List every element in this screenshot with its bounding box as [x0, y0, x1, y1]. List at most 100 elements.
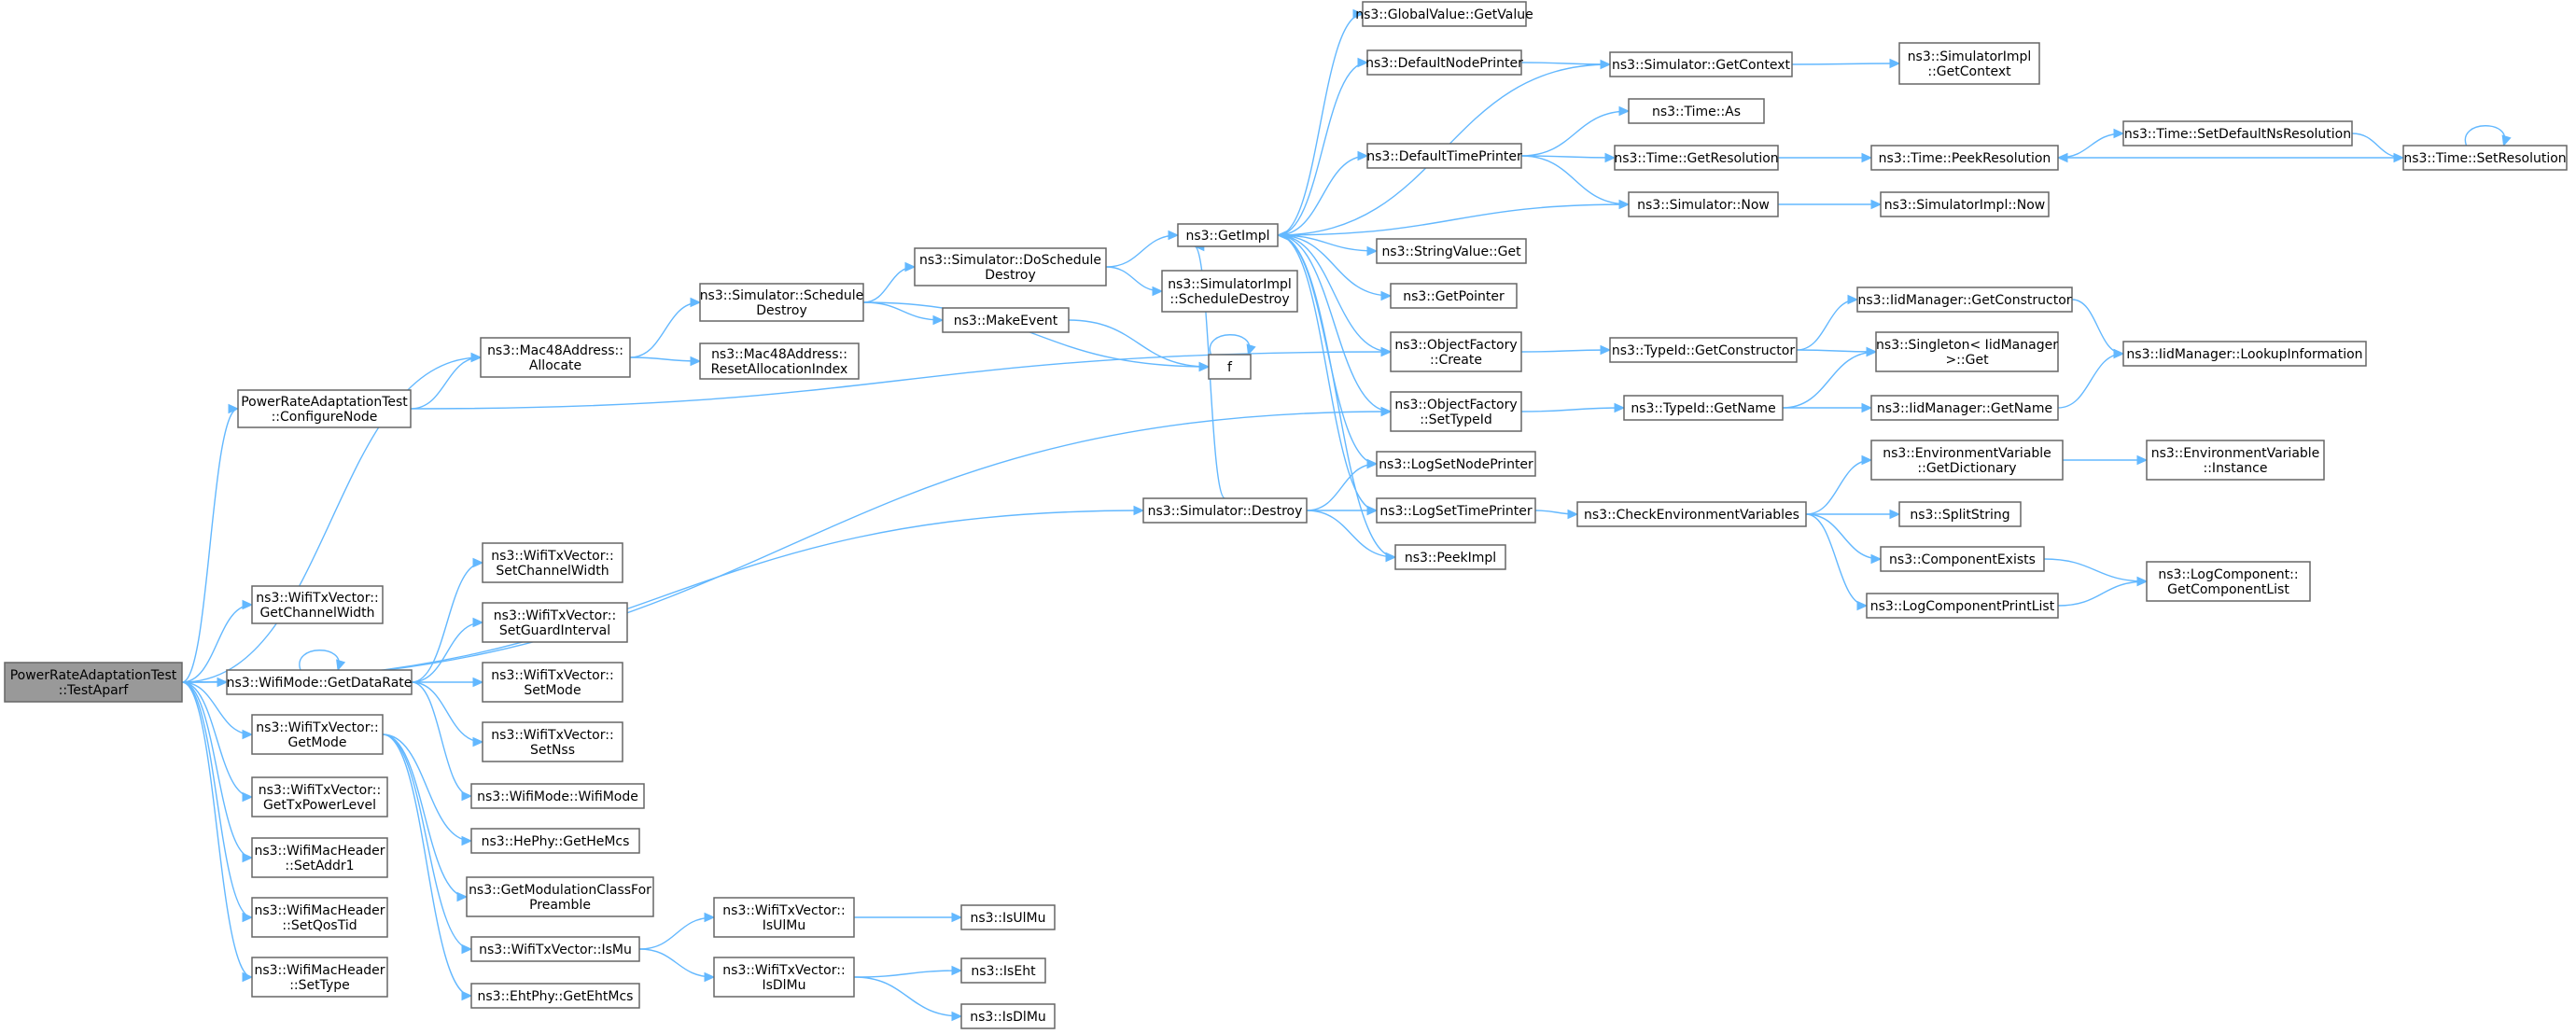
node-label-line: IsDlMu — [762, 978, 805, 993]
node-simImplGetContext[interactable]: ns3::SimulatorImpl::GetContext — [1898, 42, 2040, 85]
node-label-line: ns3::Mac48Address:: — [711, 347, 847, 362]
node-ofSetTypeId[interactable]: ns3::ObjectFactory::SetTypeId — [1390, 391, 1522, 432]
edge-iidGetName-to-iidLookup — [2057, 348, 2125, 409]
node-allocate[interactable]: ns3::Mac48Address::Allocate — [480, 337, 631, 378]
node-txSetGuard[interactable]: ns3::WifiTxVector::SetGuardInterval — [482, 602, 628, 643]
node-box — [1870, 145, 2059, 171]
node-defTimePrinter[interactable]: ns3::DefaultTimePrinter — [1366, 143, 1522, 169]
node-simImplNow[interactable]: ns3::SimulatorImpl::Now — [1880, 191, 2050, 217]
edge-arrowhead — [242, 852, 254, 863]
node-logCompGetList[interactable]: ns3::LogComponent::GetComponentList — [2146, 561, 2311, 602]
node-hePhyGetHeMcs[interactable]: ns3::HePhy::GetHeMcs — [470, 828, 640, 854]
node-envGetDict[interactable]: ns3::EnvironmentVariable::GetDictionary — [1870, 440, 2064, 481]
node-wmGetDataRate[interactable]: ns3::WifiMode::GetDataRate — [226, 669, 413, 695]
node-envInstance[interactable]: ns3::EnvironmentVariable::Instance — [2146, 440, 2325, 481]
node-label-line: ns3::WifiTxVector:: — [256, 591, 378, 606]
edge-line — [181, 681, 253, 918]
edge-arrowhead — [1604, 152, 1617, 163]
edge-arrowhead — [461, 990, 473, 1001]
node-simDestroy[interactable]: ns3::Simulator::Destroy — [1142, 497, 1308, 524]
node-confnode[interactable]: PowerRateAdaptationTest::ConfigureNode — [237, 389, 412, 428]
node-label-line: ns3::HePhy::GetHeMcs — [482, 834, 630, 849]
node-stringValueGet[interactable]: ns3::StringValue::Get — [1376, 238, 1527, 264]
node-compExists[interactable]: ns3::ComponentExists — [1880, 546, 2045, 572]
node-ofCreate[interactable]: ns3::ObjectFactory::Create — [1390, 331, 1522, 372]
node-box — [251, 837, 388, 878]
node-box — [1208, 354, 1252, 380]
node-label-line: ns3::IsUlMu — [970, 911, 1045, 926]
node-timeSetRes[interactable]: ns3::Time::SetResolution — [2402, 145, 2568, 171]
node-defNodePrinter[interactable]: ns3::DefaultNodePrinter — [1365, 49, 1523, 76]
node-txIsUlMu[interactable]: ns3::WifiTxVector::IsUlMu — [713, 897, 855, 938]
node-getImpl[interactable]: ns3::GetImpl — [1177, 223, 1279, 247]
node-label-line: ns3::PeekImpl — [1405, 551, 1496, 566]
edge-simDestroy-to-logSetTimePrinter — [1307, 505, 1379, 516]
node-txGetChanWidth[interactable]: ns3::WifiTxVector::GetChannelWidth — [251, 585, 384, 624]
node-makeEvent[interactable]: ns3::MakeEvent — [942, 307, 1070, 333]
edge-line — [181, 408, 239, 683]
node-label-line: ns3::TypeId::GetConstructor — [1612, 343, 1795, 358]
node-macSetAddr1[interactable]: ns3::WifiMacHeader::SetAddr1 — [251, 837, 388, 878]
node-txGetTxPower[interactable]: ns3::WifiTxVector::GetTxPowerLevel — [251, 776, 388, 817]
node-logSetTimePrinter[interactable]: ns3::LogSetTimePrinter — [1376, 497, 1536, 524]
edge-line — [629, 356, 701, 362]
edge-simNow-to-getImpl — [1276, 203, 1630, 241]
node-label-line: ns3::Time::SetDefaultNsResolution — [2124, 127, 2351, 142]
node-timeSetDefNs[interactable]: ns3::Time::SetDefaultNsResolution — [2122, 120, 2353, 147]
node-iidGetName[interactable]: ns3::IidManager::GetName — [1870, 395, 2059, 421]
node-typeIdGetName[interactable]: ns3::TypeId::GetName — [1623, 395, 1784, 421]
node-simImplSchedDestroy[interactable]: ns3::SimulatorImpl::ScheduleDestroy — [1161, 270, 1298, 313]
node-getPointer[interactable]: ns3::GetPointer — [1390, 283, 1518, 309]
node-peekImpl[interactable]: ns3::PeekImpl — [1394, 544, 1506, 570]
node-label-line: ns3::WifiMode::GetDataRate — [227, 676, 413, 691]
node-gvGetValue[interactable]: ns3::GlobalValue::GetValue — [1355, 1, 1533, 27]
node-simGetContext[interactable]: ns3::Simulator::GetContext — [1609, 51, 1793, 77]
node-logSetNodePrinter[interactable]: ns3::LogSetNodePrinter — [1376, 451, 1536, 477]
node-splitString[interactable]: ns3::SplitString — [1898, 501, 2022, 527]
edge-typeIdGetName-to-singletonGet — [1782, 346, 1878, 409]
node-timeGetRes[interactable]: ns3::Time::GetResolution — [1614, 145, 1779, 171]
node-resetalloc[interactable]: ns3::Mac48Address::ResetAllocationIndex — [699, 342, 860, 380]
node-timeAs[interactable]: ns3::Time::As — [1628, 98, 1765, 124]
node-checkEnvVars[interactable]: ns3::CheckEnvironmentVariables — [1576, 501, 1807, 527]
node-macSetQosTid[interactable]: ns3::WifiMacHeader::SetQosTid — [251, 897, 388, 938]
node-label-line: ns3::Mac48Address:: — [487, 343, 623, 358]
node-label-line: Allocate — [529, 358, 581, 373]
node-macSetType[interactable]: ns3::WifiMacHeader::SetType — [251, 957, 388, 998]
node-label-line: ns3::DefaultTimePrinter — [1366, 149, 1522, 164]
node-typeIdGetConstructor[interactable]: ns3::TypeId::GetConstructor — [1609, 337, 1798, 363]
node-singletonGet[interactable]: ns3::Singleton< IidManager>::Get — [1875, 331, 2059, 372]
edge-line — [1277, 234, 1378, 252]
node-wmWifiMode[interactable]: ns3::WifiMode::WifiMode — [470, 783, 645, 809]
node-root[interactable]: PowerRateAdaptationTest::TestAparf — [4, 662, 183, 703]
node-box — [1866, 593, 2059, 619]
node-ehtGetMcs[interactable]: ns3::EhtPhy::GetEhtMcs — [470, 983, 640, 1009]
edge-arrowhead — [1870, 553, 1883, 565]
node-txGetMode[interactable]: ns3::WifiTxVector::GetMode — [251, 714, 384, 755]
edge-txIsMu-to-txIsDlMu — [638, 948, 716, 983]
edge-line — [862, 266, 916, 303]
node-label-line: ns3::Simulator::Schedule — [700, 288, 864, 303]
node-txIsMu[interactable]: ns3::WifiTxVector::IsMu — [470, 936, 640, 962]
node-isDlMu[interactable]: ns3::IsDlMu — [960, 1003, 1056, 1029]
node-timePeekRes[interactable]: ns3::Time::PeekResolution — [1870, 145, 2059, 171]
node-isEht[interactable]: ns3::IsEht — [960, 957, 1046, 984]
node-txSetMode[interactable]: ns3::WifiTxVector::SetMode — [482, 662, 623, 703]
node-schedDestroy[interactable]: ns3::Simulator::ScheduleDestroy — [699, 283, 864, 322]
node-iidLookup[interactable]: ns3::IidManager::LookupInformation — [2122, 341, 2367, 367]
node-txSetChanWidth[interactable]: ns3::WifiTxVector::SetChannelWidth — [482, 542, 623, 583]
edge-line — [181, 681, 253, 798]
node-box — [713, 957, 855, 998]
node-f[interactable]: f — [1208, 354, 1252, 380]
node-isUlMu[interactable]: ns3::IsUlMu — [960, 904, 1056, 930]
node-iidGetConstructor[interactable]: ns3::IidManager::GetConstructor — [1856, 286, 2073, 313]
node-logCompPrintList[interactable]: ns3::LogComponentPrintList — [1866, 593, 2059, 619]
edge-line — [853, 970, 962, 978]
edge-line — [1805, 459, 1872, 515]
node-txIsDlMu[interactable]: ns3::WifiTxVector::IsDlMu — [713, 957, 855, 998]
edge-arrowhead — [1600, 344, 1612, 356]
node-simNow[interactable]: ns3::Simulator::Now — [1628, 191, 1779, 217]
node-txSetNss[interactable]: ns3::WifiTxVector::SetNss — [482, 721, 623, 762]
